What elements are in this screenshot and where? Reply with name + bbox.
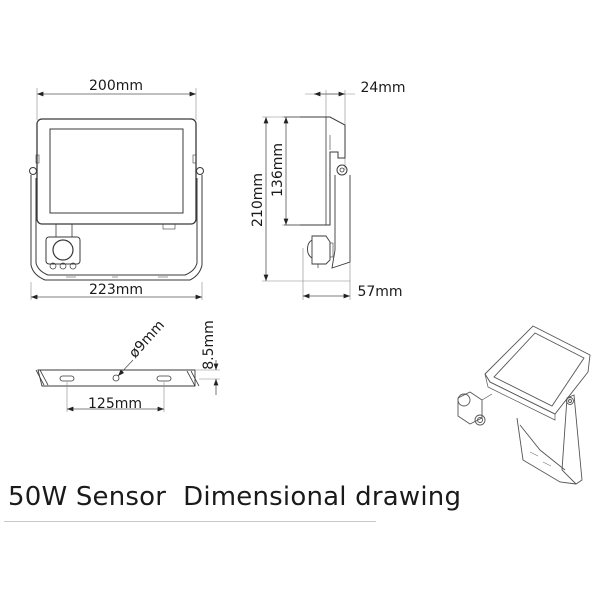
- bracket-view: [35, 359, 220, 412]
- dim-hole-diameter: ø9mm: [126, 317, 168, 361]
- dim-136mm: 136mm: [270, 143, 286, 197]
- dim-24mm: 24mm: [360, 80, 405, 96]
- side-view: [262, 90, 355, 300]
- drawing-title: 50W Sensor Dimensional drawing: [8, 482, 461, 512]
- dim-223mm: 223mm: [89, 282, 143, 298]
- title-underline: [4, 521, 376, 522]
- dim-8-5mm: 8.5mm: [201, 320, 217, 370]
- product-name: 50W Sensor: [8, 482, 167, 512]
- dim-200mm: 200mm: [89, 78, 143, 94]
- front-view: [29, 88, 204, 300]
- dim-125mm: 125mm: [88, 396, 142, 412]
- title-label: Dimensional drawing: [183, 482, 462, 512]
- dim-57mm: 57mm: [357, 284, 402, 300]
- isometric-view: [457, 325, 591, 485]
- dim-210mm: 210mm: [250, 173, 266, 227]
